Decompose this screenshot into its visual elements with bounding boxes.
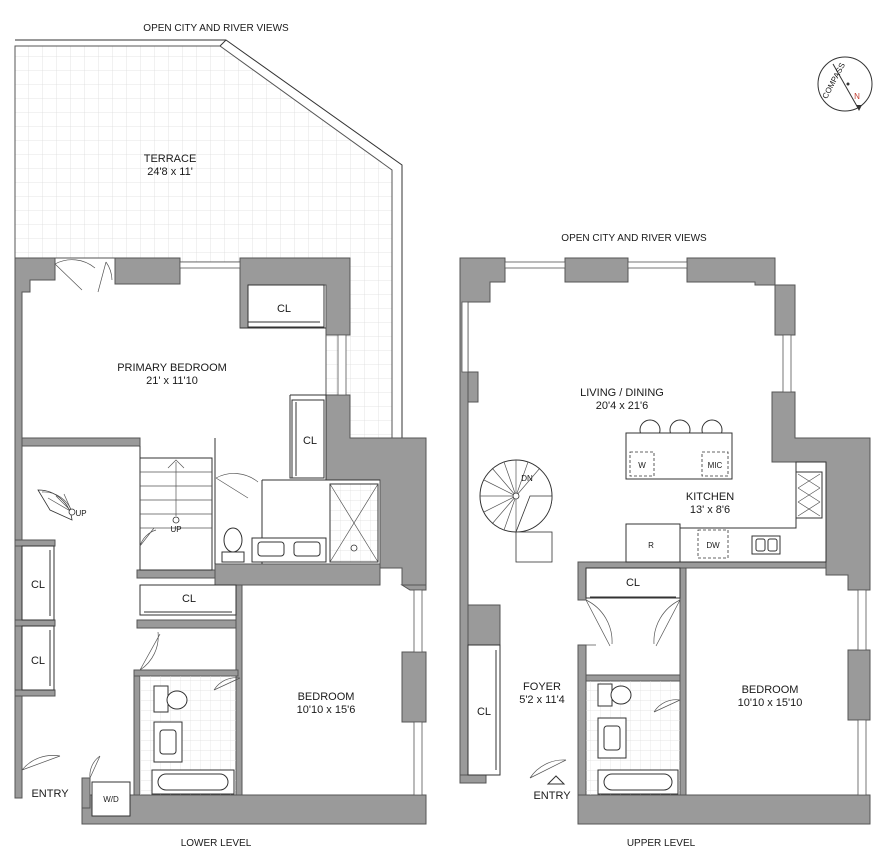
terrace: TERRACE 24'8 x 11': [14, 39, 403, 439]
lower-level-label: LOWER LEVEL: [181, 838, 252, 849]
primary-bedroom-dims: 21' x 11'10: [146, 375, 198, 387]
upper-doors: [529, 599, 681, 779]
lower-level-walls: [14, 257, 427, 825]
living-dining-name: LIVING / DINING: [580, 387, 664, 399]
foyer-name: FOYER: [523, 681, 561, 693]
dishwasher-label: DW: [706, 541, 720, 550]
lower-closet-label: CL: [31, 579, 45, 591]
lower-windows: [179, 261, 423, 796]
upper-closet-label: CL: [626, 577, 640, 589]
lower-closet-3: CL: [139, 584, 237, 616]
microwave-label: MIC: [708, 461, 723, 470]
lower-closet-4: CL: [21, 545, 55, 621]
lower-closet-label: CL: [182, 593, 196, 605]
lower-primary-bath: [221, 483, 379, 563]
compass: COMPASS N: [817, 56, 873, 112]
lower-closet-5: CL: [21, 625, 55, 691]
primary-bedroom-name: PRIMARY BEDROOM: [117, 362, 227, 374]
lower-hall-bath: [140, 676, 236, 795]
lower-spiral-up: UP: [75, 509, 86, 518]
upper-entry-marker: [546, 775, 566, 785]
lower-stair: UP: [139, 457, 213, 571]
compass-north: N: [854, 92, 860, 101]
lower-closet-1: CL: [247, 284, 325, 328]
upper-spiral-stair: DN: [479, 459, 553, 563]
upper-bedroom-dims: 10'10 x 15'10: [738, 697, 803, 709]
lower-closet-label: CL: [303, 435, 317, 447]
views-label-upper: OPEN CITY AND RIVER VIEWS: [561, 233, 707, 244]
upper-windows: [461, 261, 867, 796]
foyer-dims: 5'2 x 11'4: [519, 694, 565, 706]
washer-dryer-label: W/D: [103, 795, 119, 804]
washer-dryer: W/D: [91, 781, 131, 817]
kitchen-dims: 13' x 8'6: [690, 504, 730, 516]
living-dining-dims: 20'4 x 21'6: [596, 400, 649, 412]
terrace-dims: 24'8 x 11': [147, 166, 193, 178]
kitchen-counter: R DW: [625, 461, 827, 563]
lower-spiral-stair: UP: [37, 489, 87, 521]
lower-doors: [21, 259, 259, 779]
lower-entry-label: ENTRY: [31, 788, 69, 800]
upper-level-label: UPPER LEVEL: [627, 838, 696, 849]
upper-closet-2: CL: [467, 644, 501, 776]
upper-closet-1: CL: [585, 567, 681, 599]
refrigerator-label: R: [648, 541, 654, 550]
terrace-name: TERRACE: [144, 153, 197, 165]
upper-hall-bath: [586, 681, 680, 795]
upper-closet-label: CL: [477, 706, 491, 718]
lower-bedroom-dims: 10'10 x 15'6: [297, 704, 356, 716]
upper-entry-label: ENTRY: [533, 790, 571, 802]
views-label-lower: OPEN CITY AND RIVER VIEWS: [143, 23, 289, 34]
upper-spiral-dn: DN: [521, 474, 533, 483]
lower-closet-label: CL: [277, 303, 291, 315]
kitchen-island: W MIC: [625, 419, 733, 480]
kitchen-name: KITCHEN: [686, 491, 734, 503]
lower-closet-2: CL: [291, 399, 325, 479]
lower-bedroom-name: BEDROOM: [298, 691, 355, 703]
lower-closet-label: CL: [31, 655, 45, 667]
washer-label: W: [638, 461, 646, 470]
lower-stair-up: UP: [170, 525, 181, 534]
upper-bedroom-name: BEDROOM: [742, 684, 799, 696]
